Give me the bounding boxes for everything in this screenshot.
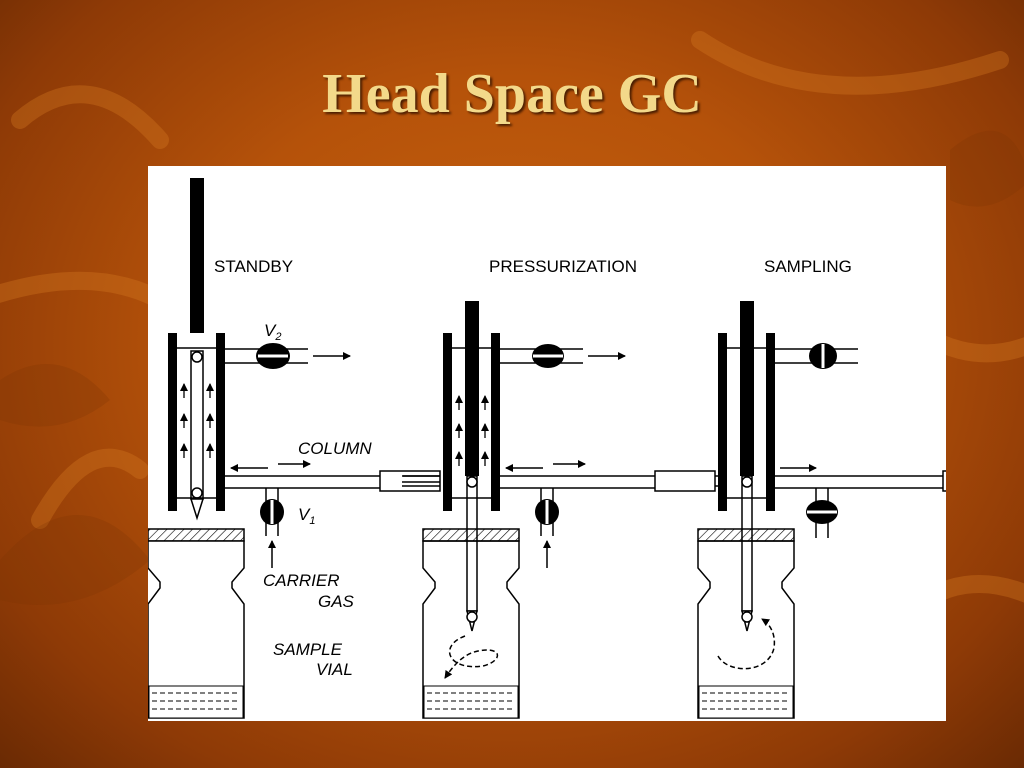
- stage-label-sampling: SAMPLING: [764, 257, 852, 276]
- column-tube: [379, 470, 441, 492]
- stage-label-pressurization: PRESSURIZATION: [489, 257, 637, 276]
- sleeve-right: [766, 333, 775, 511]
- needle-tip: [189, 498, 205, 521]
- headspace-gc-diagram: STANDBY V2: [148, 178, 946, 719]
- needle-body: [741, 475, 753, 612]
- sleeve-left: [718, 333, 727, 511]
- sample-vial-label-line1: SAMPLE: [273, 640, 343, 659]
- needle-top: [465, 301, 479, 476]
- headspace-diagram-panel: STANDBY V2: [148, 166, 946, 721]
- column-label: COLUMN: [298, 439, 372, 458]
- sample-vial: [148, 540, 245, 719]
- vial-septum: [697, 528, 795, 542]
- sample-vial: [697, 540, 795, 719]
- needle-body: [190, 350, 204, 500]
- stage-standby: STANDBY V2: [148, 178, 441, 719]
- needle-top: [190, 178, 204, 333]
- vial-liquid: [698, 685, 794, 719]
- stage-sampling: SAMPLING: [697, 257, 946, 719]
- needle-body: [466, 475, 478, 612]
- vial-septum: [422, 528, 520, 542]
- stage-pressurization: PRESSURIZATION: [422, 257, 723, 719]
- valve-v1-label: V1: [298, 505, 315, 527]
- column-tube: [654, 470, 716, 492]
- sleeve-left: [443, 333, 452, 511]
- vial-septum: [148, 528, 245, 542]
- needle-top: [740, 301, 754, 476]
- vial-liquid: [423, 685, 519, 719]
- slide-title: Head Space GC: [322, 63, 702, 125]
- gas-flow-arrow: [717, 618, 776, 670]
- sleeve-left: [168, 333, 177, 511]
- sample-vial-label-line2: VIAL: [316, 660, 353, 679]
- sleeve-right: [491, 333, 500, 511]
- carrier-gas-label-line2: GAS: [318, 592, 355, 611]
- sample-vial: [422, 540, 520, 719]
- carrier-gas-label-line1: CARRIER: [263, 571, 340, 590]
- column-tube: [942, 470, 946, 492]
- vial-liquid: [148, 685, 244, 719]
- valve-v2-label: V2: [264, 321, 281, 343]
- gas-flow-arrow: [444, 635, 499, 679]
- stage-label-standby: STANDBY: [214, 257, 293, 276]
- sleeve-right: [216, 333, 225, 511]
